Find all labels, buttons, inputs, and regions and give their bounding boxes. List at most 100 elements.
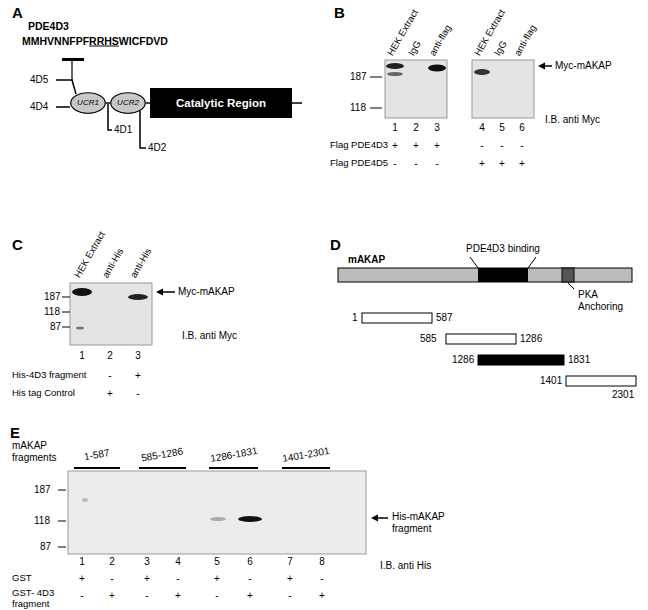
band-label: Myc-mAKAP [178, 286, 235, 298]
panel-letter: A [12, 4, 23, 21]
band-arrowhead [371, 515, 378, 522]
domain-oval: UCR1 [70, 92, 106, 114]
row-label: His-4D3 fragment [12, 370, 86, 381]
panel-letter: D [330, 236, 341, 253]
residue-number: 1286 [452, 354, 474, 366]
lane-number: 4 [479, 122, 485, 134]
sequence-bar [62, 58, 84, 61]
row-label: Flag PDE4D5 [330, 158, 388, 169]
blot-band [474, 69, 490, 75]
fragment-heading: 1286-1831 [209, 445, 258, 465]
treatment-sign: - [110, 573, 113, 585]
treatment-sign: - [80, 590, 83, 602]
isoform-line [56, 106, 70, 108]
lane-label: IgG [407, 39, 424, 58]
residue-number: 585 [420, 333, 437, 345]
lane-number: 4 [175, 556, 181, 568]
node-text: UCR1 [77, 99, 99, 108]
lane-number: 2 [109, 556, 115, 568]
treatment-sign: + [499, 158, 505, 170]
lane-number: 6 [519, 122, 525, 134]
treatment-sign: - [108, 370, 111, 382]
lane-number: 3 [144, 556, 150, 568]
blot-annotation: I.B. anti His [380, 560, 431, 572]
fragment-heading: 1401-2301 [281, 445, 330, 465]
isoform-line [140, 111, 146, 148]
treatment-sign: + [79, 573, 85, 585]
residue-number: 1286 [520, 333, 542, 345]
oval-shape [111, 93, 146, 114]
mw-marker: 118 [44, 306, 60, 318]
lane-number: 8 [319, 556, 325, 568]
isoform-name: PDE4D3 [28, 20, 69, 32]
row-label: His tag Control [12, 388, 75, 399]
mw-marker: 187 [34, 484, 51, 496]
lane-number: 3 [135, 350, 141, 362]
mw-tick [370, 77, 382, 108]
mw-marker: 187 [44, 291, 61, 303]
lane-label: anti-flag [513, 23, 539, 58]
isoform-line [108, 104, 112, 130]
treatment-sign: - [480, 140, 483, 152]
treatment-sign: - [248, 573, 251, 585]
panel-letter: C [12, 236, 23, 253]
blot-band [76, 327, 84, 330]
mw-marker: 118 [350, 102, 366, 114]
blot-membrane [472, 60, 534, 118]
blot-annotation: I.B. anti Myc [182, 330, 237, 342]
treatment-sign: - [435, 158, 438, 170]
residue-number: 1401 [540, 375, 562, 387]
residue-number: 1831 [568, 354, 590, 366]
lane-number: 2 [413, 122, 419, 134]
fragment-box [362, 313, 432, 323]
isoform-line [56, 80, 76, 94]
fragment-box [566, 376, 636, 386]
row-label: Flag PDE4D3 [330, 140, 388, 151]
treatment-sign: - [520, 140, 523, 152]
band-arrow [162, 291, 175, 293]
lane-number: 3 [434, 122, 440, 134]
treatment-sign: + [519, 158, 525, 170]
node-text: Catalytic Region [176, 97, 266, 110]
treatment-sign: - [215, 590, 218, 602]
treatment-sign: - [288, 590, 291, 602]
blot-membrane [68, 471, 366, 554]
lane-number: 1 [79, 350, 85, 362]
domain-oval: UCR2 [110, 92, 146, 114]
node-text: UCR2 [117, 99, 139, 108]
isoform-label: 4D2 [148, 142, 166, 154]
panel-letter: B [334, 4, 345, 21]
isoform-label: 4D1 [114, 124, 132, 136]
row-label: GST- 4D3 fragment [12, 588, 68, 610]
mw-marker: 118 [34, 515, 50, 527]
leader-line [568, 283, 574, 289]
treatment-sign: + [109, 590, 115, 602]
region-label: PDE4D3 binding [466, 243, 540, 255]
region-label: PKA Anchoring [578, 289, 638, 312]
treatment-sign: - [320, 573, 323, 585]
mw-tick [62, 297, 70, 327]
sequence-text: MMHVNNFPFRRHSWICFDVD [22, 35, 168, 47]
mw-marker: 187 [350, 71, 367, 83]
leader-line [71, 61, 72, 80]
backbone-line [292, 102, 302, 104]
treatment-sign: - [176, 573, 179, 585]
treatment-sign: - [145, 590, 148, 602]
protein-bar [338, 268, 632, 282]
treatment-sign: + [319, 590, 325, 602]
treatment-sign: - [136, 388, 139, 400]
blot-band [128, 294, 148, 300]
backbone-connector [106, 102, 110, 104]
blot-band [210, 517, 226, 521]
lane-number: 7 [287, 556, 293, 568]
treatment-sign: + [135, 370, 141, 382]
isoform-label: 4D5 [30, 74, 48, 86]
treatment-sign: + [175, 590, 181, 602]
blot-annotation: I.B. anti Myc [545, 114, 600, 126]
treatment-sign: + [413, 140, 419, 152]
treatment-sign: + [392, 140, 398, 152]
group-bar [74, 467, 330, 469]
